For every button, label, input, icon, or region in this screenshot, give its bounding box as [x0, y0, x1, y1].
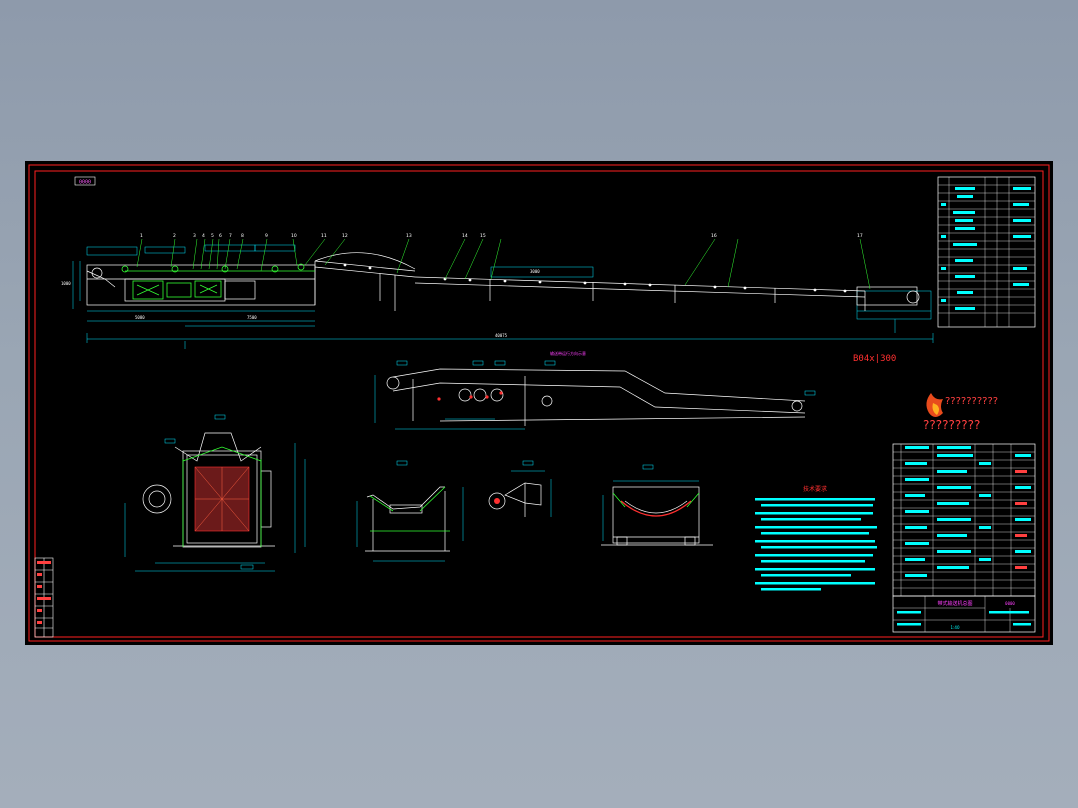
drawing-canvas: 0000: [28, 164, 1050, 642]
leader-number: 16: [711, 233, 717, 239]
leader-number: 7: [229, 233, 232, 239]
detail-carrying-idler: [356, 460, 464, 562]
belt-profile-view: 输送带运行方向示意: [374, 350, 816, 430]
dimension-total: 40075: [495, 333, 508, 338]
title-block: 带式输送机总图 1:40 0000: [892, 595, 1036, 633]
cad-drawing-sheet: 0000: [25, 161, 1053, 645]
leader-number: 9: [265, 233, 268, 239]
leader-number: 4: [202, 233, 205, 239]
dimension-height: 1000: [61, 281, 71, 286]
leader-number: 11: [321, 233, 327, 239]
watermark-digits: ??????????: [945, 396, 998, 407]
leader-number: 10: [291, 233, 297, 239]
sheet-tag-box: [74, 176, 96, 186]
main-dimension-lines: [72, 244, 934, 349]
leader-number: 5: [211, 233, 214, 239]
leader-numbers: 1 2 3 4 5 6 7 8 9 10 11 12 13 14 15 16 1…: [140, 233, 863, 239]
dimension-c: 3000: [530, 269, 540, 274]
detail-drive-section: [124, 414, 306, 572]
drawing-scale: 1:40: [951, 625, 960, 630]
drawing-title: 带式输送机总图: [937, 600, 972, 607]
sheet-code: 0000: [1005, 601, 1015, 606]
part-leader-lines: [136, 238, 871, 290]
leader-number: 1: [140, 233, 143, 239]
inner-border: [34, 170, 1044, 638]
leader-number: 12: [342, 233, 348, 239]
main-dimension-values: 40075 5080 7500 3000 1000: [61, 269, 540, 338]
parts-list-bottom: [892, 443, 1036, 597]
dimension-b: 7500: [247, 315, 257, 320]
watermark-text: ?????????: [923, 418, 980, 432]
leader-number: 2: [173, 233, 176, 239]
sheet-tag: 0000: [79, 180, 91, 186]
leader-number: 14: [462, 233, 468, 239]
leader-number: 3: [193, 233, 196, 239]
outer-border: [28, 164, 1050, 642]
notes-title: 技术要求: [803, 485, 827, 493]
detail-roller: [488, 460, 552, 517]
leader-number: 17: [857, 233, 863, 239]
spec-label: B04x|300: [853, 354, 896, 364]
dimension-a: 5080: [135, 315, 145, 320]
watermark-logo: [926, 393, 943, 417]
leader-number: 13: [406, 233, 412, 239]
detail-return-idler: [601, 464, 713, 546]
leader-number: 6: [219, 233, 222, 239]
conveyor-drive-detail: [121, 263, 315, 300]
left-strip-marks: [37, 561, 51, 624]
profile-title: 输送带运行方向示意: [550, 350, 586, 356]
leader-number: 15: [480, 233, 486, 239]
technical-notes: 技术要求: [755, 485, 877, 591]
idler-marks: [343, 263, 847, 293]
conveyor-structure: [86, 252, 920, 311]
leader-number: 8: [241, 233, 244, 239]
main-conveyor-elevation: 1 2 3 4 5 6 7 8 9 10 11 12 13 14 15 16 1…: [61, 233, 934, 349]
parts-list-top: [937, 176, 1036, 328]
